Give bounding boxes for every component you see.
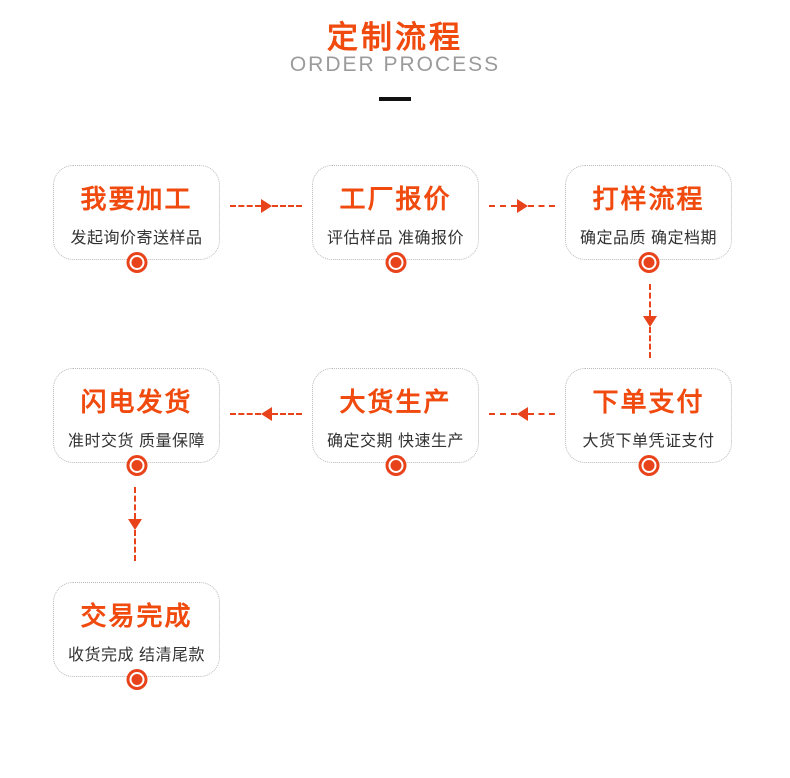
step-card-3: 打样流程 确定品质 确定档期 <box>565 165 732 270</box>
arrow-head <box>128 518 142 530</box>
arrow-dash <box>649 326 651 358</box>
step-card-4: 下单支付 大货下单凭证支付 <box>565 368 732 473</box>
arrow-dash <box>489 205 517 207</box>
step-desc: 评估样品 准确报价 <box>327 230 464 247</box>
arrow-left-icon <box>230 406 302 422</box>
arrow-dash <box>527 205 555 207</box>
arrow-dash <box>230 205 261 207</box>
arrow-head <box>516 199 528 213</box>
arrow-down-icon <box>127 487 143 561</box>
arrow-dash <box>489 413 517 415</box>
step-desc: 准时交货 质量保障 <box>68 433 205 450</box>
arrow-dash <box>271 205 302 207</box>
step-card-2: 工厂报价 评估样品 准确报价 <box>312 165 479 270</box>
title-underline <box>379 97 411 101</box>
arrow-left-icon <box>489 406 555 422</box>
step-desc: 收货完成 结清尾款 <box>68 647 205 664</box>
arrow-dash <box>230 413 261 415</box>
step-title: 我要加工 <box>80 184 193 214</box>
arrow-head <box>643 315 657 327</box>
bullseye-icon <box>388 458 403 473</box>
arrow-dash <box>527 413 555 415</box>
arrow-dash <box>134 529 136 561</box>
arrow-head <box>260 407 272 421</box>
arrow-dash <box>271 413 302 415</box>
step-title: 大货生产 <box>339 387 452 417</box>
step-card-5: 大货生产 确定交期 快速生产 <box>312 368 479 473</box>
step-card-1: 我要加工 发起询价寄送样品 <box>53 165 220 270</box>
bullseye-icon <box>129 672 144 687</box>
arrow-down-icon <box>642 284 658 358</box>
bullseye-icon <box>641 458 656 473</box>
step-desc: 确定交期 快速生产 <box>327 433 464 450</box>
step-title: 交易完成 <box>80 601 193 631</box>
step-desc: 大货下单凭证支付 <box>582 433 715 450</box>
bullseye-icon <box>129 255 144 270</box>
arrow-right-icon <box>230 198 302 214</box>
step-card-6: 闪电发货 准时交货 质量保障 <box>53 368 220 473</box>
step-title: 下单支付 <box>592 387 705 417</box>
step-title: 闪电发货 <box>80 387 193 417</box>
arrow-right-icon <box>489 198 555 214</box>
step-title: 打样流程 <box>592 184 705 214</box>
step-card-7: 交易完成 收货完成 结清尾款 <box>53 582 220 687</box>
bullseye-icon <box>129 458 144 473</box>
page-subtitle: ORDER PROCESS <box>289 53 501 76</box>
step-desc: 发起询价寄送样品 <box>70 230 203 247</box>
page-title: 定制流程 <box>327 20 463 55</box>
bullseye-icon <box>388 255 403 270</box>
arrow-head <box>516 407 528 421</box>
arrow-head <box>260 199 272 213</box>
bullseye-icon <box>641 255 656 270</box>
arrow-dash <box>649 284 651 316</box>
step-desc: 确定品质 确定档期 <box>580 230 717 247</box>
arrow-dash <box>134 487 136 519</box>
step-title: 工厂报价 <box>339 184 452 214</box>
